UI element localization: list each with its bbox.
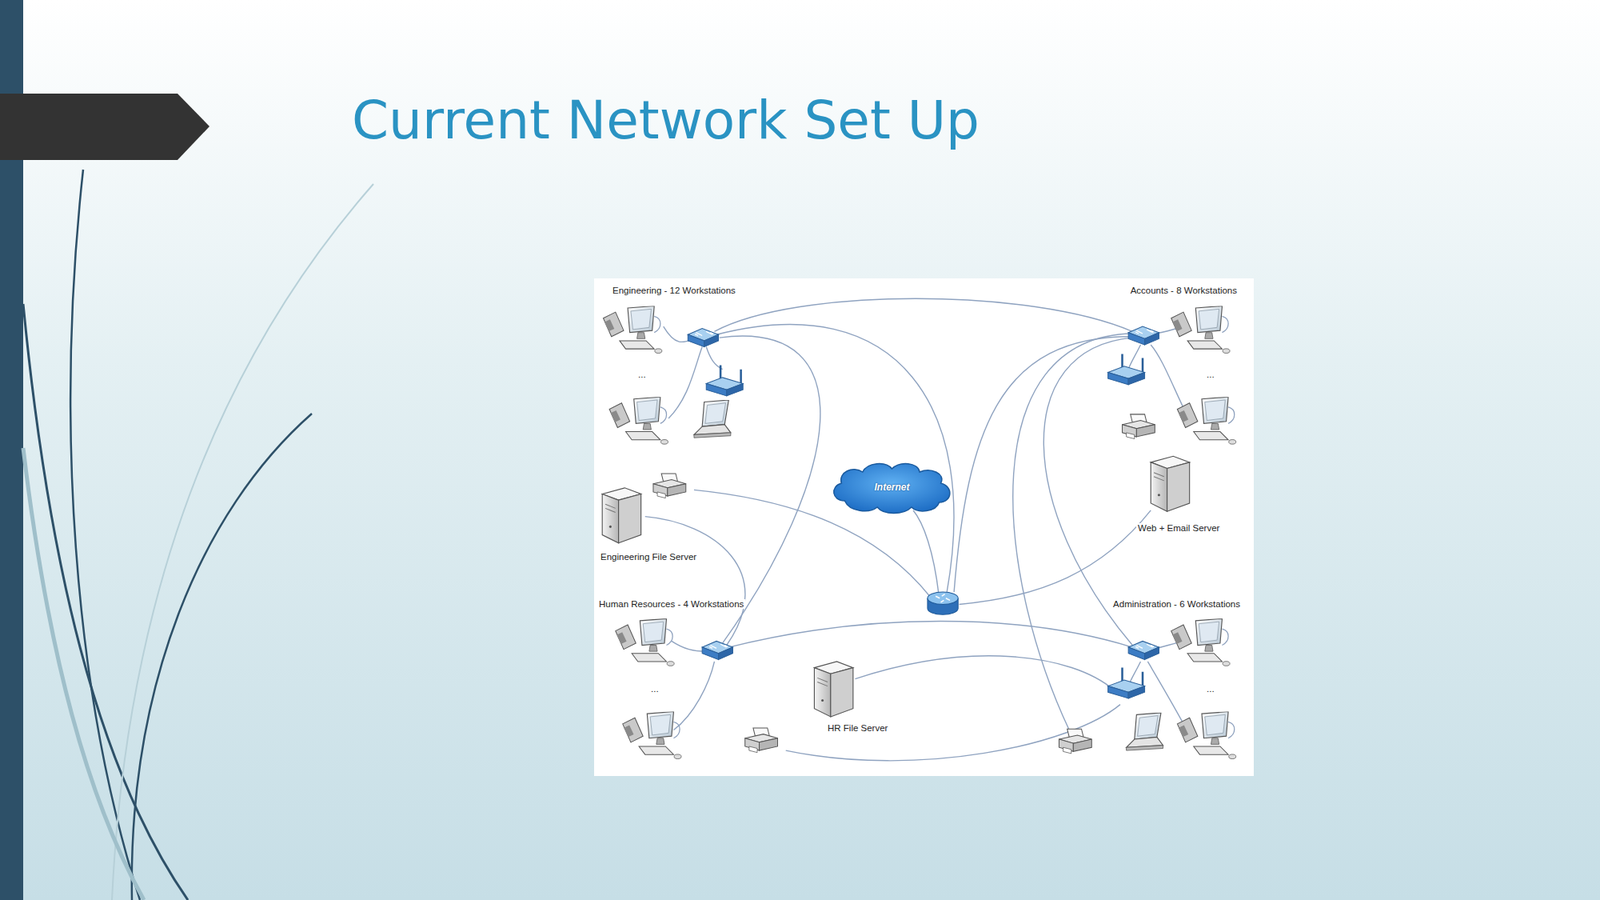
printer-icon	[1122, 414, 1156, 439]
slide-title: Current Network Set Up	[351, 89, 980, 152]
workstation-icon	[1171, 305, 1230, 353]
network-wire	[1128, 344, 1141, 370]
network-wire	[913, 510, 939, 595]
diagram-ground	[594, 278, 1254, 776]
switch-icon	[1128, 640, 1159, 659]
department-label: Engineering - 12 Workstations	[610, 285, 738, 296]
network-wire	[728, 621, 1133, 648]
switch-icon	[702, 640, 733, 659]
ellipsis-mark: ...	[1204, 683, 1217, 694]
network-wire	[953, 336, 1131, 592]
server-node: Engineering File Server	[598, 551, 701, 563]
network-wire	[716, 324, 954, 593]
router-icon	[927, 591, 958, 615]
title-arrow	[0, 93, 210, 160]
switch-icon	[687, 328, 719, 348]
access-point-icon	[1108, 667, 1146, 699]
workstation-icon	[1171, 618, 1230, 666]
access-point-icon	[1108, 354, 1146, 385]
workstation-icon	[609, 396, 668, 444]
server-icon	[1150, 455, 1190, 511]
ellipsis-mark: ...	[636, 369, 648, 380]
server-label: Engineering File Server	[598, 551, 701, 562]
server-node: HR File Server	[825, 722, 892, 735]
printer-icon	[1058, 728, 1092, 754]
network-devices	[602, 305, 1236, 759]
network-wire	[854, 655, 1114, 691]
internet-cloud: Internet	[826, 458, 958, 515]
workstation-icon	[1177, 711, 1236, 759]
server-icon	[813, 661, 853, 717]
workstation-icon	[602, 305, 662, 353]
workstation-icon	[622, 711, 682, 759]
workstation-icon	[615, 618, 675, 666]
server-label: HR File Server	[825, 722, 892, 733]
laptop-icon	[694, 399, 731, 438]
printer-icon	[745, 727, 779, 753]
network-wire	[1013, 333, 1133, 731]
deco-curve	[131, 413, 312, 900]
department-label: Administration - 6 Workstations	[1111, 598, 1242, 609]
server-label: Web + Email Server	[1136, 522, 1224, 533]
ellipsis-mark: ...	[649, 683, 661, 694]
cloud-label: Internet	[873, 481, 910, 493]
deco-curve	[111, 183, 374, 900]
switch-icon	[1128, 326, 1159, 345]
printer-icon	[653, 473, 687, 499]
cloud-outline	[833, 463, 950, 514]
network-wire	[673, 661, 715, 731]
network-wire	[714, 298, 1133, 332]
network-wire	[668, 347, 703, 419]
server-node: Web + Email Server	[1136, 522, 1224, 535]
deco-curve	[23, 303, 188, 900]
network-wire	[958, 510, 1151, 605]
department-label: Accounts - 8 Workstations	[1129, 285, 1239, 296]
access-point-icon	[706, 365, 743, 396]
laptop-icon	[1126, 712, 1164, 751]
deco-curve	[23, 447, 144, 900]
server-icon	[602, 487, 641, 543]
network-wire	[671, 640, 707, 651]
ellipsis-mark: ...	[1204, 369, 1217, 380]
workstation-icon	[1177, 396, 1236, 444]
network-wires	[645, 298, 1190, 761]
department-label: Human Resources - 4 Workstations	[597, 598, 746, 609]
